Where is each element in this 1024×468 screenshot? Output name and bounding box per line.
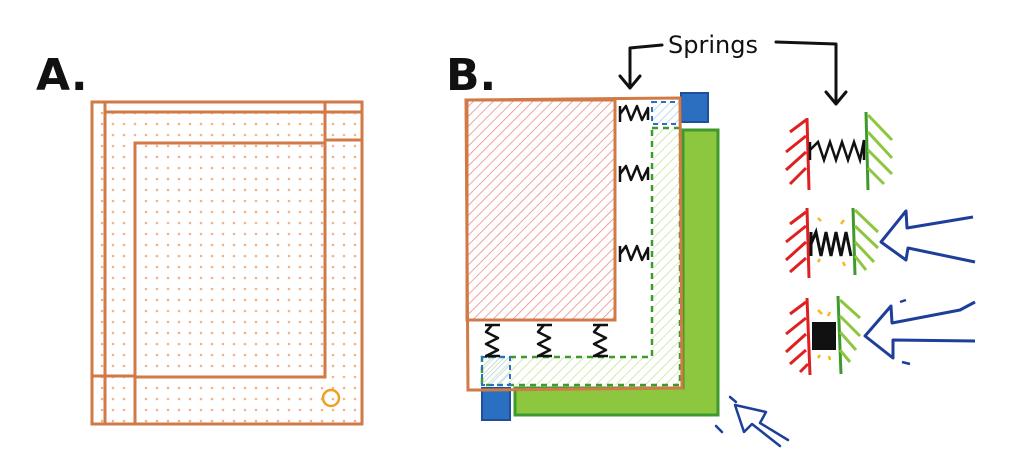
blue-ghost-top	[651, 101, 681, 125]
spring-state-compressed	[784, 207, 976, 279]
frame-outline	[464, 96, 684, 392]
spring-right-2	[618, 164, 650, 182]
panel-b-label: B.	[446, 50, 496, 101]
spring-bottom-1	[484, 323, 500, 358]
motion-marks	[899, 298, 911, 366]
corner-circle-marker	[321, 388, 341, 408]
push-arrow-strong	[863, 300, 976, 360]
spring-state-fully-compressed	[784, 295, 976, 376]
red-block	[465, 98, 617, 322]
spring-right-1	[618, 104, 650, 122]
spring-bottom-2	[536, 323, 552, 358]
spring-state-relaxed	[784, 111, 894, 191]
panel-a-label: A.	[36, 50, 88, 101]
panel-a-frame	[90, 100, 364, 426]
springs-label: Springs	[668, 31, 758, 59]
blue-block-top	[680, 92, 709, 123]
springs-pointer-left	[618, 43, 664, 90]
spring-right-3	[618, 244, 650, 262]
spring-bottom-3	[592, 323, 608, 358]
compressed-coil	[812, 322, 836, 350]
push-arrow-medium	[879, 209, 976, 264]
push-arrow-corner	[714, 395, 790, 448]
blue-ghost-bottom	[481, 356, 511, 386]
blue-block-bottom	[481, 387, 511, 421]
springs-pointer-right	[774, 40, 848, 106]
inner-frame	[133, 141, 327, 379]
outer-frame	[90, 100, 364, 426]
